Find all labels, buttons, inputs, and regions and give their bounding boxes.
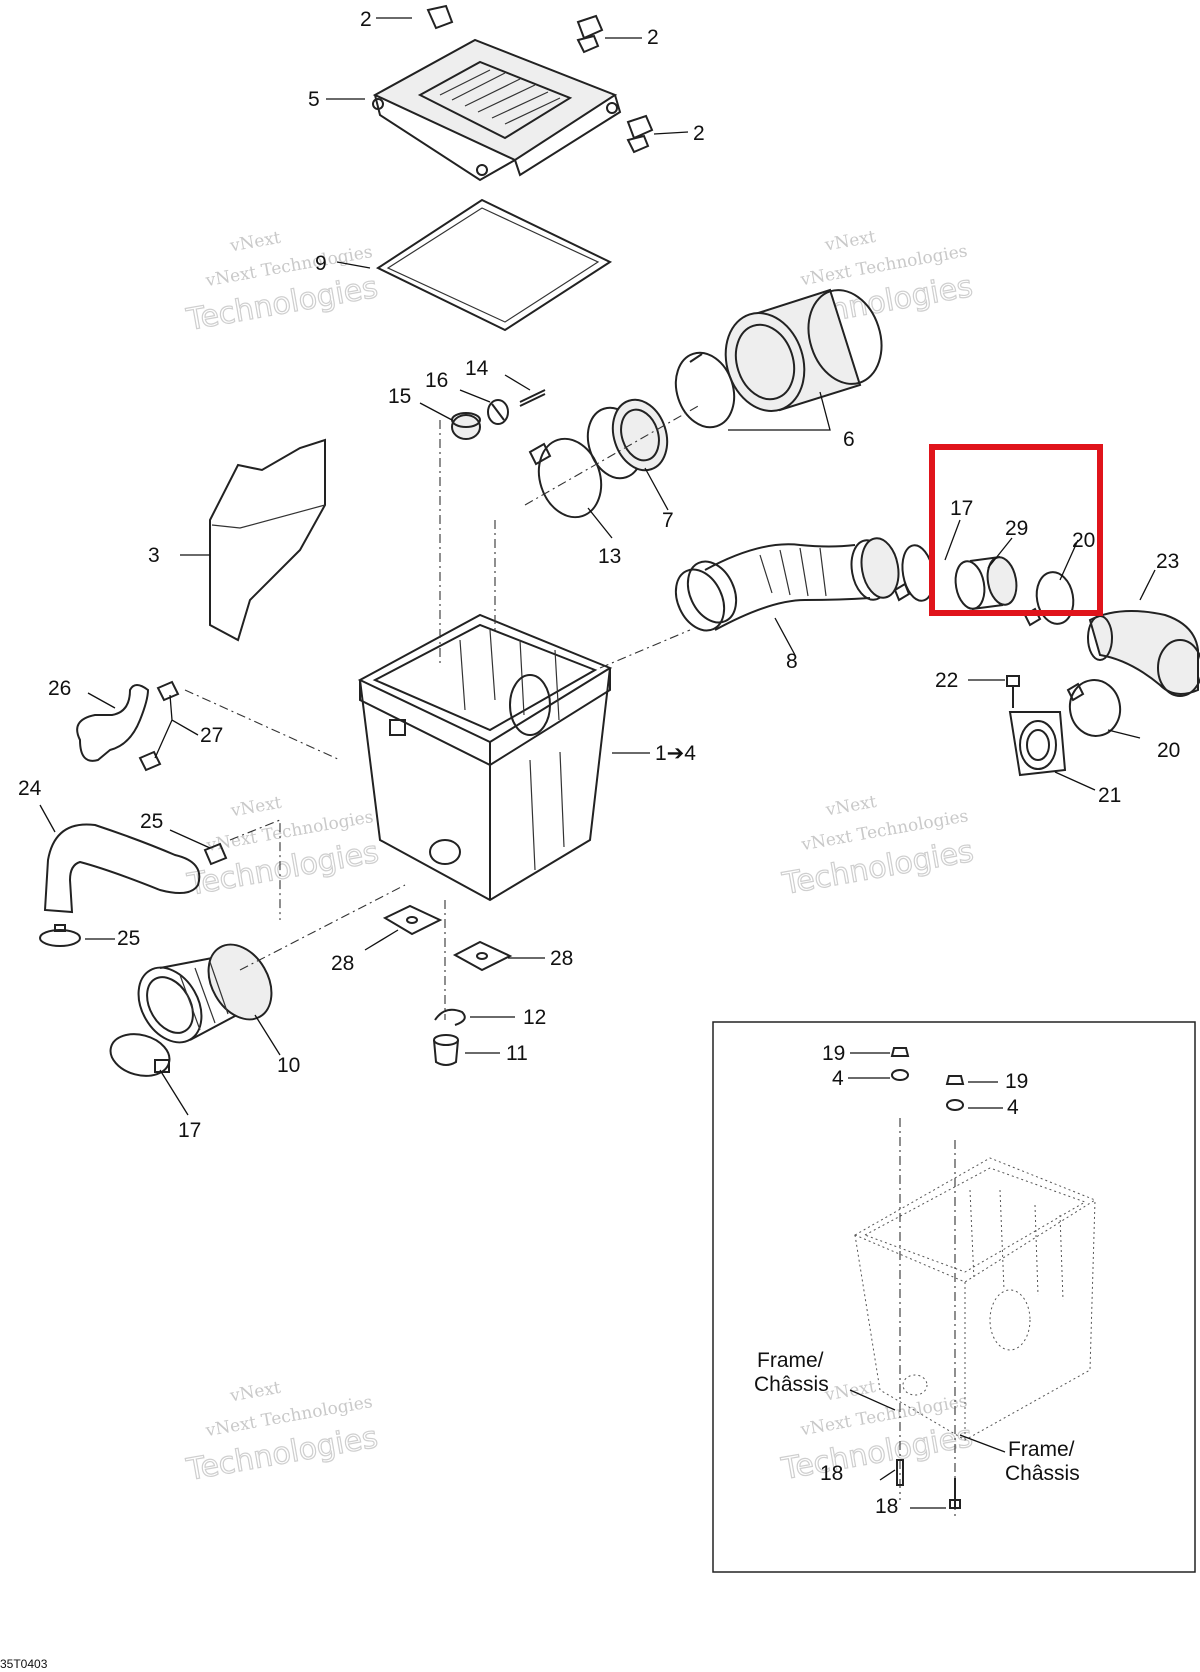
svg-text:vNext: vNext (228, 228, 283, 257)
inset-frame-left-1: Frame/ (757, 1349, 824, 1372)
cap-part-11 (433, 1034, 459, 1066)
label-12: 12 (523, 1006, 546, 1029)
air-box-part-1-4 (357, 613, 613, 902)
label-22: 22 (935, 669, 958, 692)
label-3: 3 (148, 544, 160, 567)
label-2c: 2 (693, 122, 705, 145)
label-14: 14 (465, 357, 489, 380)
svg-text:vNext: vNext (228, 1378, 283, 1407)
assembly-lines (184, 404, 701, 1020)
svg-text:vNext: vNext (823, 792, 878, 821)
label-28b: 28 (550, 947, 573, 970)
label-17a: 17 (950, 497, 973, 520)
svg-text:vNext: vNext (823, 1377, 878, 1406)
inset-label-18a: 18 (820, 1462, 843, 1485)
inset-label-19a: 19 (822, 1042, 845, 1065)
clamp-part-13 (528, 437, 603, 519)
clamp-part-25 (39, 842, 228, 947)
label-28a: 28 (331, 952, 354, 975)
watermark-4: vNext vNext Technologies Technologies (779, 792, 977, 903)
label-16: 16 (425, 369, 448, 392)
elbow-part-23 (1087, 610, 1200, 697)
inset-frame-right-1: Frame/ (1008, 1438, 1075, 1461)
figure-code: 35T0403 (0, 1657, 48, 1671)
label-2b: 2 (647, 26, 659, 49)
inset-label-18b: 18 (875, 1495, 898, 1518)
label-9: 9 (315, 252, 327, 275)
adapter-part-10 (137, 943, 273, 1044)
label-25b: 25 (117, 927, 140, 950)
label-25a: 25 (140, 810, 163, 833)
inset-label-4a: 4 (832, 1067, 844, 1090)
label-1-to-4: 1➔4 (655, 742, 696, 765)
label-27: 27 (200, 724, 223, 747)
part-labels: 2 2 2 5 9 14 16 15 6 7 13 3 17 29 20 23 … (18, 8, 1180, 1142)
label-11: 11 (506, 1042, 528, 1065)
label-5: 5 (308, 88, 320, 111)
label-21: 21 (1098, 784, 1121, 807)
clamp-part-17-lower (109, 1033, 171, 1077)
flange-part-21 (1008, 711, 1067, 777)
label-29: 29 (1005, 517, 1028, 540)
parts-14-15-16 (451, 389, 546, 440)
label-17b: 17 (178, 1119, 201, 1142)
air-box-cover-part-5 (372, 38, 622, 182)
sleeve-part-29 (954, 556, 1018, 610)
highlight-box (929, 444, 1103, 616)
label-26: 26 (48, 677, 71, 700)
inset-label-4b: 4 (1007, 1096, 1019, 1119)
watermark-3: vNext vNext Technologies Technologies (184, 793, 382, 904)
inset-frame-right-2: Châssis (1005, 1462, 1080, 1485)
label-7: 7 (662, 509, 674, 532)
clip-part-2 (426, 4, 654, 154)
svg-text:vNext: vNext (823, 227, 878, 256)
watermark-5: vNext vNext Technologies Technologies (183, 1378, 381, 1489)
hose-part-26 (76, 684, 150, 762)
label-13: 13 (598, 545, 621, 568)
label-10: 10 (277, 1054, 300, 1077)
pad-part-28 (382, 904, 513, 972)
label-20a: 20 (1072, 529, 1095, 552)
label-24: 24 (18, 777, 42, 800)
adapter-part-7 (586, 398, 669, 480)
watermark-1: vNext vNext Technologies Technologies (183, 228, 381, 339)
label-6: 6 (843, 428, 855, 451)
label-2a: 2 (360, 8, 372, 31)
label-20b: 20 (1157, 739, 1180, 762)
inset-panel: 19 4 19 4 Frame/ Châssis Frame/ Châssis … (712, 1021, 1196, 1573)
hose-part-24 (43, 823, 201, 914)
clamp-part-20-upper (1023, 571, 1075, 627)
clamp-part-20-lower (1066, 679, 1122, 737)
leader-lines (39, 17, 1156, 1116)
intake-duct-part-8 (674, 537, 900, 632)
label-8: 8 (786, 650, 798, 673)
screw-part-22 (1006, 675, 1020, 708)
air-filter-part-6 (674, 288, 883, 429)
svg-text:vNext: vNext (228, 793, 283, 822)
inset-label-19b: 19 (1005, 1070, 1028, 1093)
label-23: 23 (1156, 550, 1179, 573)
inset-frame-left-2: Châssis (754, 1373, 829, 1396)
clip-part-12 (434, 1008, 466, 1026)
clamp-part-27 (138, 680, 180, 772)
gasket-part-9 (375, 198, 613, 332)
label-15: 15 (388, 385, 411, 408)
heat-shield-part-3 (209, 438, 326, 642)
